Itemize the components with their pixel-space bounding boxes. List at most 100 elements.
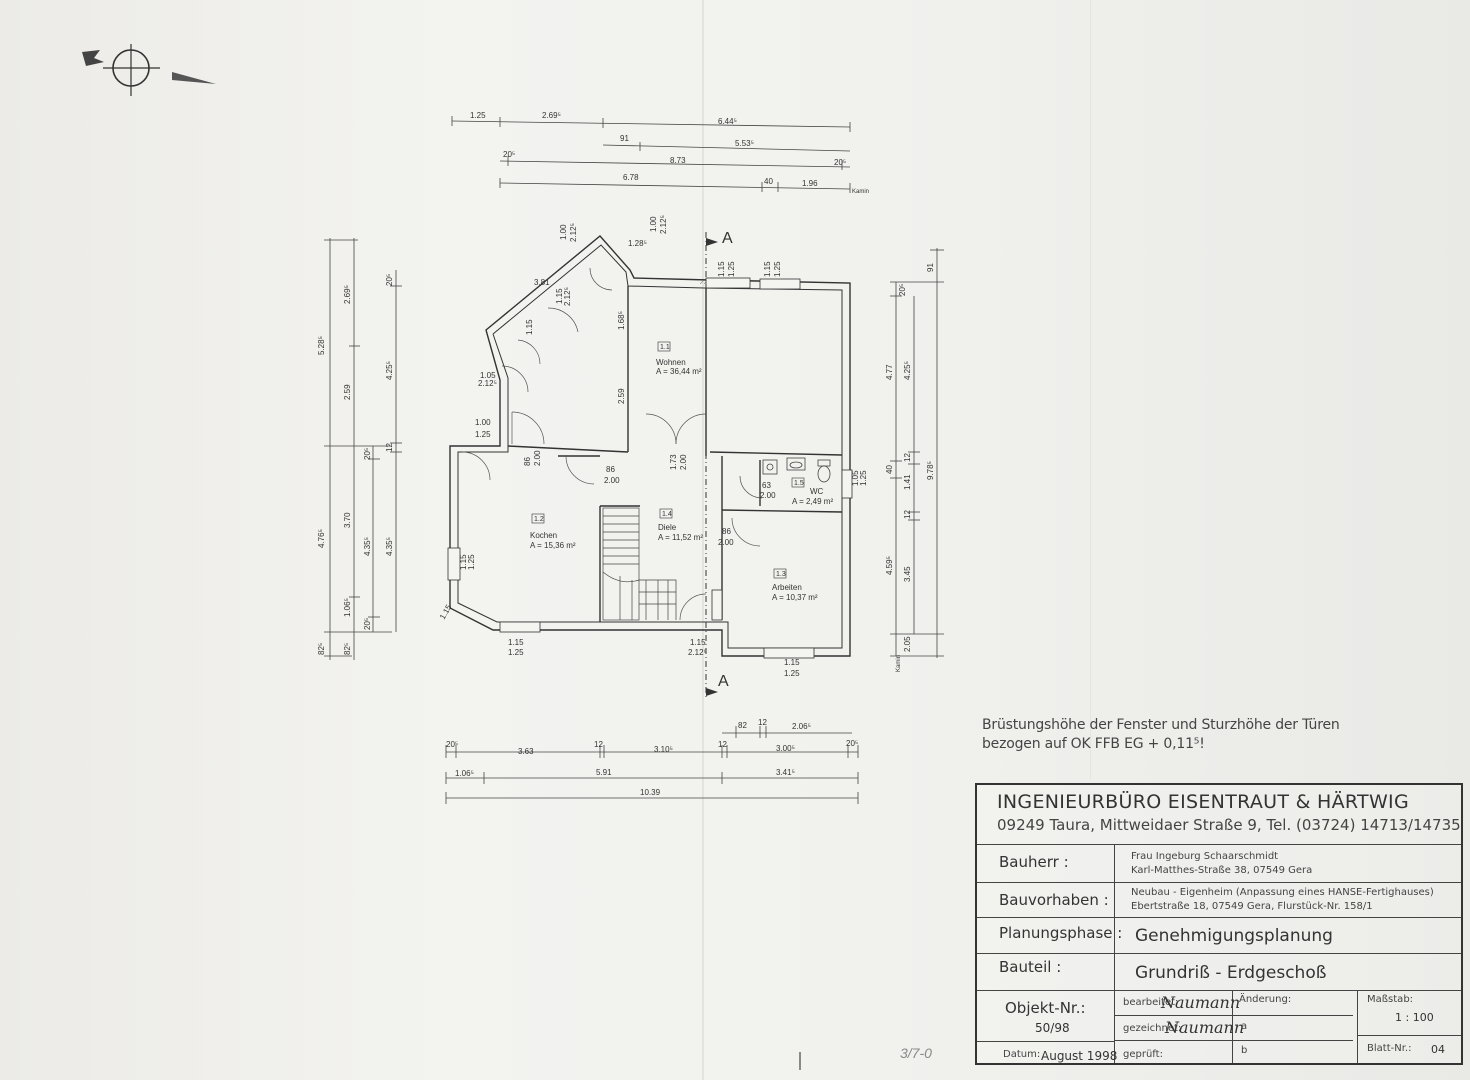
svg-text:12: 12 [758, 718, 767, 727]
svg-text:1.05: 1.05 [480, 371, 496, 380]
svg-text:63: 63 [762, 481, 771, 490]
section-marker-bottom: A [718, 673, 729, 690]
chimney-hatch [700, 280, 708, 284]
svg-text:2.12⁵: 2.12⁵ [688, 648, 707, 657]
tb-phase: Planungsphase : Genehmigungsplanung [977, 918, 1461, 954]
bauteil-label: Bauteil : [999, 958, 1062, 976]
opening-labels: 1.15 1.25 1.15 1.25 1.00 2.12⁵ 1.28⁵ 1.0… [438, 215, 868, 678]
svg-text:1.5: 1.5 [794, 480, 804, 487]
north-arrow-icon [82, 44, 216, 96]
gezeichnet-signature: Naumann [1165, 1018, 1245, 1037]
dimension-top [451, 116, 851, 193]
svg-text:1.15: 1.15 [525, 319, 534, 335]
title-block: INGENIEURBÜRO EISENTRAUT & HÄRTWIG 09249… [975, 783, 1463, 1065]
svg-text:2.05: 2.05 [903, 636, 912, 652]
room-diele: 1.4 Diele A = 11,52 m² [658, 508, 703, 542]
dimension-bottom-labels: 82 12 2.06⁵ 20⁵ 3.63 12 3.10⁵ 12 3.00⁵ 2… [446, 718, 858, 797]
svg-text:1.00: 1.00 [559, 224, 568, 240]
note-line-1: Brüstungshöhe der Fenster und Sturzhöhe … [982, 717, 1340, 733]
section-marker-top: A [722, 230, 733, 247]
svg-text:2.59: 2.59 [343, 384, 352, 400]
tb-separator [1114, 845, 1115, 882]
dimension-top-labels: 1.25 2.69⁵ 6.44⁵ 91 5.53⁵ 20⁵ 8.73 20⁵ 6… [470, 111, 869, 195]
svg-text:1.15: 1.15 [784, 658, 800, 667]
svg-text:12: 12 [594, 740, 603, 749]
wc-fixtures [762, 457, 831, 483]
svg-text:20⁵: 20⁵ [385, 274, 394, 286]
tb-separator [1114, 991, 1115, 1063]
room-wc: 1.5 WC A = 2,49 m² [791, 477, 833, 506]
door-swings [461, 267, 763, 621]
svg-text:A = 15,36 m²: A = 15,36 m² [530, 541, 576, 550]
svg-text:20⁵: 20⁵ [846, 739, 858, 748]
staircase [602, 507, 677, 621]
aenderung-a: a [1241, 1021, 1248, 1032]
tb-separator [1114, 918, 1115, 953]
geprueft-label: geprüft: [1123, 1049, 1163, 1060]
svg-text:20⁵: 20⁵ [446, 740, 458, 749]
svg-text:3.63: 3.63 [518, 747, 534, 756]
tb-separator [1114, 883, 1115, 917]
bauherr-label: Bauherr : [999, 853, 1069, 871]
svg-text:86: 86 [523, 457, 532, 466]
svg-text:20⁵: 20⁵ [363, 448, 372, 460]
walls [449, 235, 851, 657]
svg-text:2.59: 2.59 [617, 388, 626, 404]
svg-text:2.12⁵: 2.12⁵ [569, 223, 578, 242]
svg-text:Diele: Diele [658, 523, 677, 532]
svg-text:Kochen: Kochen [530, 531, 557, 540]
svg-text:12: 12 [385, 443, 394, 452]
svg-text:1.25: 1.25 [727, 261, 736, 277]
svg-text:1.15: 1.15 [555, 288, 564, 304]
tb-bottom-grid: Objekt-Nr.: 50/98 Datum: August 1998 bea… [977, 991, 1461, 1063]
svg-text:1.15: 1.15 [459, 554, 468, 570]
svg-text:1.73: 1.73 [669, 454, 678, 470]
tb-hline [1357, 1035, 1461, 1036]
svg-text:4.35⁵: 4.35⁵ [385, 537, 394, 556]
tb-separator [1114, 954, 1115, 990]
dimension-left-labels: 5.28⁵ 4.76⁵ 82⁵ 2.69⁵ 2.59 3.70 1.06⁵ 82… [317, 274, 394, 655]
svg-text:3.81: 3.81 [534, 278, 550, 287]
svg-text:91: 91 [620, 134, 629, 143]
svg-text:20⁵: 20⁵ [503, 150, 515, 159]
bauvorhaben-line-2: Ebertstraße 18, 07549 Gera, Flurstück-Nr… [1131, 901, 1373, 912]
svg-text:1.25: 1.25 [467, 554, 476, 570]
svg-text:2.00: 2.00 [533, 450, 542, 466]
aenderung-label: Änderung: [1239, 994, 1292, 1005]
tb-hline [977, 1041, 1114, 1042]
svg-text:1.25: 1.25 [508, 648, 524, 657]
svg-text:2.00: 2.00 [604, 476, 620, 485]
svg-text:2.00: 2.00 [760, 491, 776, 500]
fold-line-vertical [702, 0, 704, 1080]
svg-text:12: 12 [718, 740, 727, 749]
bearbeitet-label: bearbeitet: [1123, 997, 1179, 1008]
svg-text:20⁵: 20⁵ [898, 284, 907, 296]
svg-text:WC: WC [810, 487, 824, 496]
dimension-right-labels: 91 9.78⁵ 2.05 20⁵ 4.77 40 4.59⁵ Kamin 4.… [885, 263, 935, 672]
svg-text:3.45: 3.45 [903, 566, 912, 582]
dimension-left [324, 238, 402, 660]
svg-text:2.06⁵: 2.06⁵ [792, 722, 811, 731]
room-kochen: 1.2 Kochen A = 15,36 m² [530, 513, 576, 550]
svg-text:3.10⁵: 3.10⁵ [654, 745, 673, 754]
blatt-value: 04 [1431, 1043, 1445, 1056]
svg-text:Arbeiten: Arbeiten [772, 583, 802, 592]
room-arbeiten: 1.3 Arbeiten A = 10,37 m² [772, 568, 818, 602]
svg-text:40: 40 [885, 465, 894, 474]
svg-text:6.78: 6.78 [623, 173, 639, 182]
windows [447, 277, 853, 659]
svg-text:2.00: 2.00 [718, 538, 734, 547]
svg-text:1.15: 1.15 [690, 638, 706, 647]
svg-text:1.96: 1.96 [802, 179, 818, 188]
svg-text:8.73: 8.73 [670, 156, 686, 165]
datum-value: August 1998 [1041, 1049, 1118, 1063]
svg-text:4.59⁵: 4.59⁵ [885, 556, 894, 575]
office-address: 09249 Taura, Mittweidaer Straße 9, Tel. … [997, 816, 1461, 834]
svg-text:1.2: 1.2 [534, 516, 544, 523]
svg-text:1.25: 1.25 [773, 261, 782, 277]
svg-text:10.39: 10.39 [640, 788, 661, 797]
svg-text:1.25: 1.25 [784, 669, 800, 678]
svg-text:86: 86 [722, 527, 731, 536]
note-text: Brüstungshöhe der Fenster und Sturzhöhe … [982, 716, 1340, 754]
